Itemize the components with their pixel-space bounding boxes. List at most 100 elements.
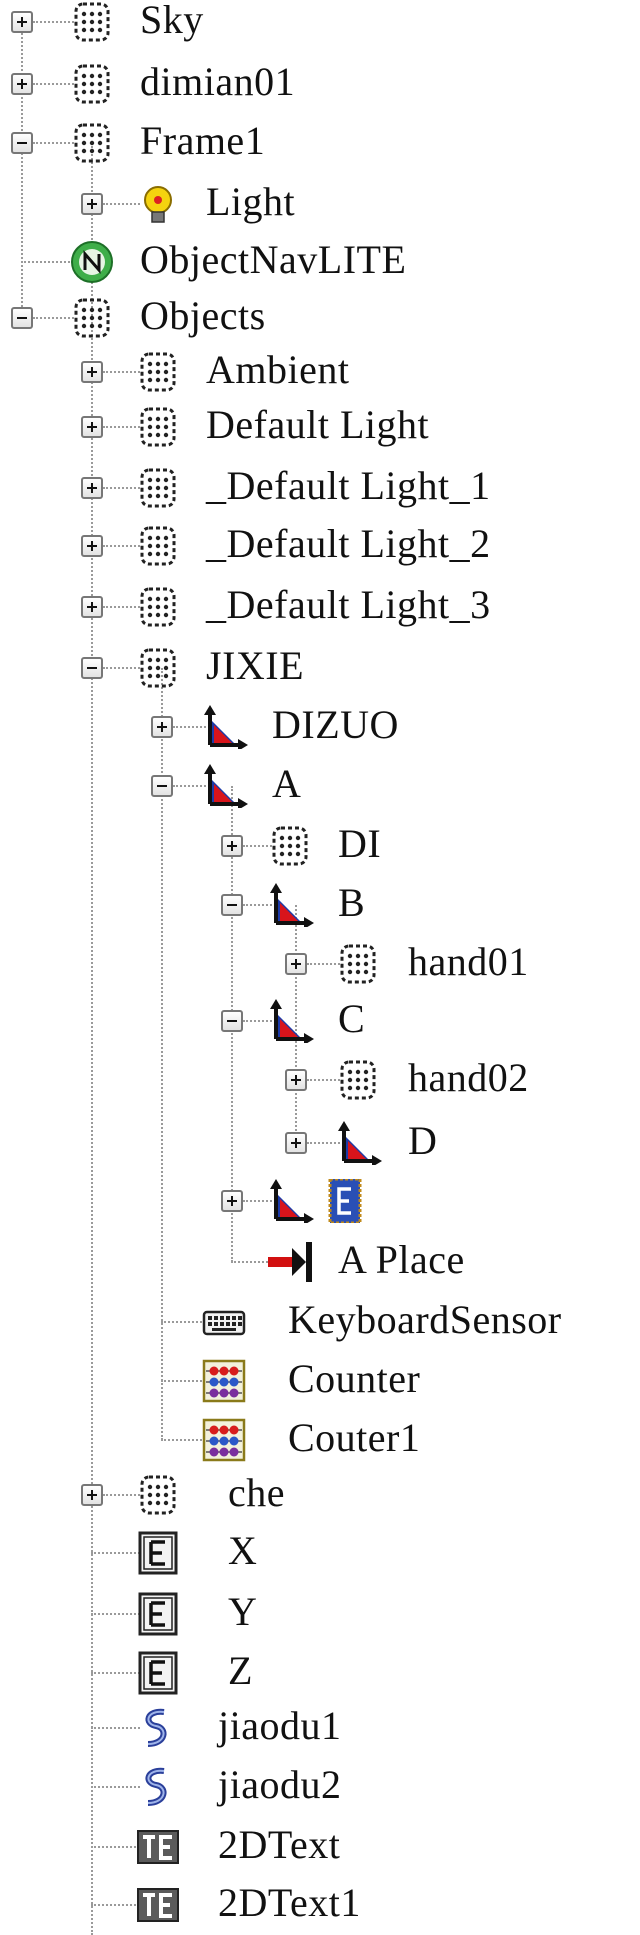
collapse-toggle[interactable] bbox=[81, 657, 103, 679]
frame-icon bbox=[68, 296, 116, 340]
tree-node[interactable]: JIXIE bbox=[134, 644, 640, 692]
expand-toggle[interactable] bbox=[285, 953, 307, 975]
axes-icon bbox=[200, 705, 248, 749]
frame-icon bbox=[266, 824, 314, 868]
expand-toggle[interactable] bbox=[285, 1132, 307, 1154]
tree-node-label: DIZUO bbox=[272, 702, 399, 747]
tree-node-label: dimian01 bbox=[140, 59, 296, 104]
tree-node-label: D bbox=[408, 1118, 438, 1163]
tree-node[interactable]: DI bbox=[266, 822, 640, 870]
expand-toggle[interactable] bbox=[81, 416, 103, 438]
tree-node[interactable]: Counter bbox=[200, 1357, 640, 1405]
tree-node-label: Couter1 bbox=[288, 1415, 421, 1460]
tree-node[interactable]: D bbox=[334, 1119, 640, 1167]
tree-node[interactable]: jiaodu2 bbox=[134, 1763, 640, 1811]
tree-node[interactable]: Z bbox=[134, 1649, 640, 1697]
tree-node-label: Objects bbox=[140, 293, 266, 338]
tree-node[interactable]: 2DText1 bbox=[134, 1881, 640, 1929]
tree-node[interactable]: B bbox=[266, 881, 640, 929]
tree-node[interactable]: C bbox=[266, 997, 640, 1045]
tree-node[interactable]: Ambient bbox=[134, 348, 640, 396]
expand-toggle[interactable] bbox=[81, 535, 103, 557]
tree-node-label: _Default Light_3 bbox=[206, 582, 491, 627]
tree-guide-line bbox=[295, 905, 297, 1143]
expand-toggle[interactable] bbox=[221, 835, 243, 857]
expand-toggle[interactable] bbox=[285, 1069, 307, 1091]
tree-node-label: jiaodu1 bbox=[218, 1703, 342, 1748]
script-icon bbox=[134, 1765, 182, 1809]
expand-toggle[interactable] bbox=[81, 193, 103, 215]
tree-node-label: 2DText bbox=[218, 1822, 341, 1867]
tree-node-label: 2DText1 bbox=[218, 1880, 361, 1925]
tree-node-label: Z bbox=[228, 1648, 253, 1693]
tree-node[interactable]: X bbox=[134, 1529, 640, 1577]
selected-e-icon[interactable] bbox=[326, 1179, 374, 1223]
expand-toggle[interactable] bbox=[81, 1484, 103, 1506]
tree-node[interactable]: Light bbox=[134, 180, 640, 228]
frame-icon bbox=[334, 942, 382, 986]
tree-node[interactable]: 2DText bbox=[134, 1823, 640, 1871]
tree-guide-line bbox=[103, 426, 140, 428]
tree-node[interactable]: Y bbox=[134, 1590, 640, 1638]
tree-guide-line bbox=[91, 1727, 140, 1729]
tree-guide-line bbox=[103, 1494, 140, 1496]
expand-toggle[interactable] bbox=[11, 11, 33, 33]
collapse-toggle[interactable] bbox=[11, 307, 33, 329]
tree-guide-line bbox=[161, 1380, 206, 1382]
tree-guide-line bbox=[161, 1321, 206, 1323]
tree-node-label: JIXIE bbox=[206, 643, 305, 688]
tree-guide-line bbox=[243, 1200, 272, 1202]
collapse-toggle[interactable] bbox=[221, 1010, 243, 1032]
tree-guide-line bbox=[91, 1552, 140, 1554]
tree-node-label: A Place bbox=[338, 1237, 465, 1282]
expand-toggle[interactable] bbox=[81, 596, 103, 618]
tree-node-label: hand01 bbox=[408, 939, 529, 984]
expand-toggle[interactable] bbox=[151, 716, 173, 738]
collapse-toggle[interactable] bbox=[151, 775, 173, 797]
expand-toggle[interactable] bbox=[81, 477, 103, 499]
tree-node[interactable]: Default Light bbox=[134, 403, 640, 451]
tree-node-label: X bbox=[228, 1528, 258, 1573]
nav-icon bbox=[68, 240, 116, 284]
frame-icon bbox=[68, 121, 116, 165]
collapse-toggle[interactable] bbox=[11, 132, 33, 154]
tree-node-label: che bbox=[228, 1470, 286, 1515]
tree-guide-line bbox=[91, 143, 93, 1935]
tree-node[interactable] bbox=[266, 1177, 640, 1225]
tree-guide-line bbox=[91, 1904, 140, 1906]
axes-icon bbox=[266, 1179, 314, 1223]
tree-node[interactable]: KeyboardSensor bbox=[200, 1298, 640, 1346]
tree-node[interactable]: Couter1 bbox=[200, 1416, 640, 1464]
tree-node[interactable]: hand01 bbox=[334, 940, 640, 988]
tree-guide-line bbox=[103, 371, 140, 373]
tree-node[interactable]: dimian01 bbox=[68, 60, 640, 108]
expand-toggle[interactable] bbox=[221, 1190, 243, 1212]
tree-node[interactable]: Frame1 bbox=[68, 119, 640, 167]
tree-node[interactable]: A Place bbox=[266, 1238, 640, 1286]
tree-node[interactable]: _Default Light_2 bbox=[134, 522, 640, 570]
keyboard-icon bbox=[200, 1300, 248, 1344]
frame-icon bbox=[134, 350, 182, 394]
tree-node[interactable]: A bbox=[200, 762, 640, 810]
tree-node[interactable]: che bbox=[134, 1471, 640, 1519]
tree-node[interactable]: jiaodu1 bbox=[134, 1704, 640, 1752]
tree-node[interactable]: Objects bbox=[68, 294, 640, 342]
tree-node[interactable]: _Default Light_3 bbox=[134, 583, 640, 631]
tree-node[interactable]: Sky bbox=[68, 0, 640, 46]
expand-toggle[interactable] bbox=[81, 361, 103, 383]
tree-guide-line bbox=[307, 1079, 340, 1081]
frame-icon bbox=[334, 1058, 382, 1102]
tree-node-label: Default Light bbox=[206, 402, 430, 447]
tree-node[interactable]: ObjectNavLITE bbox=[68, 238, 640, 286]
frame-icon bbox=[134, 1473, 182, 1517]
tree-node[interactable]: hand02 bbox=[334, 1056, 640, 1104]
tree-node[interactable]: _Default Light_1 bbox=[134, 464, 640, 512]
tree-guide-line bbox=[91, 1672, 140, 1674]
tree-guide-line bbox=[21, 261, 74, 263]
expand-toggle[interactable] bbox=[11, 73, 33, 95]
collapse-toggle[interactable] bbox=[221, 894, 243, 916]
tree-node-label: Counter bbox=[288, 1356, 421, 1401]
tree-node[interactable]: DIZUO bbox=[200, 703, 640, 751]
place-arrow-icon bbox=[266, 1240, 314, 1284]
frame-icon bbox=[68, 0, 116, 44]
